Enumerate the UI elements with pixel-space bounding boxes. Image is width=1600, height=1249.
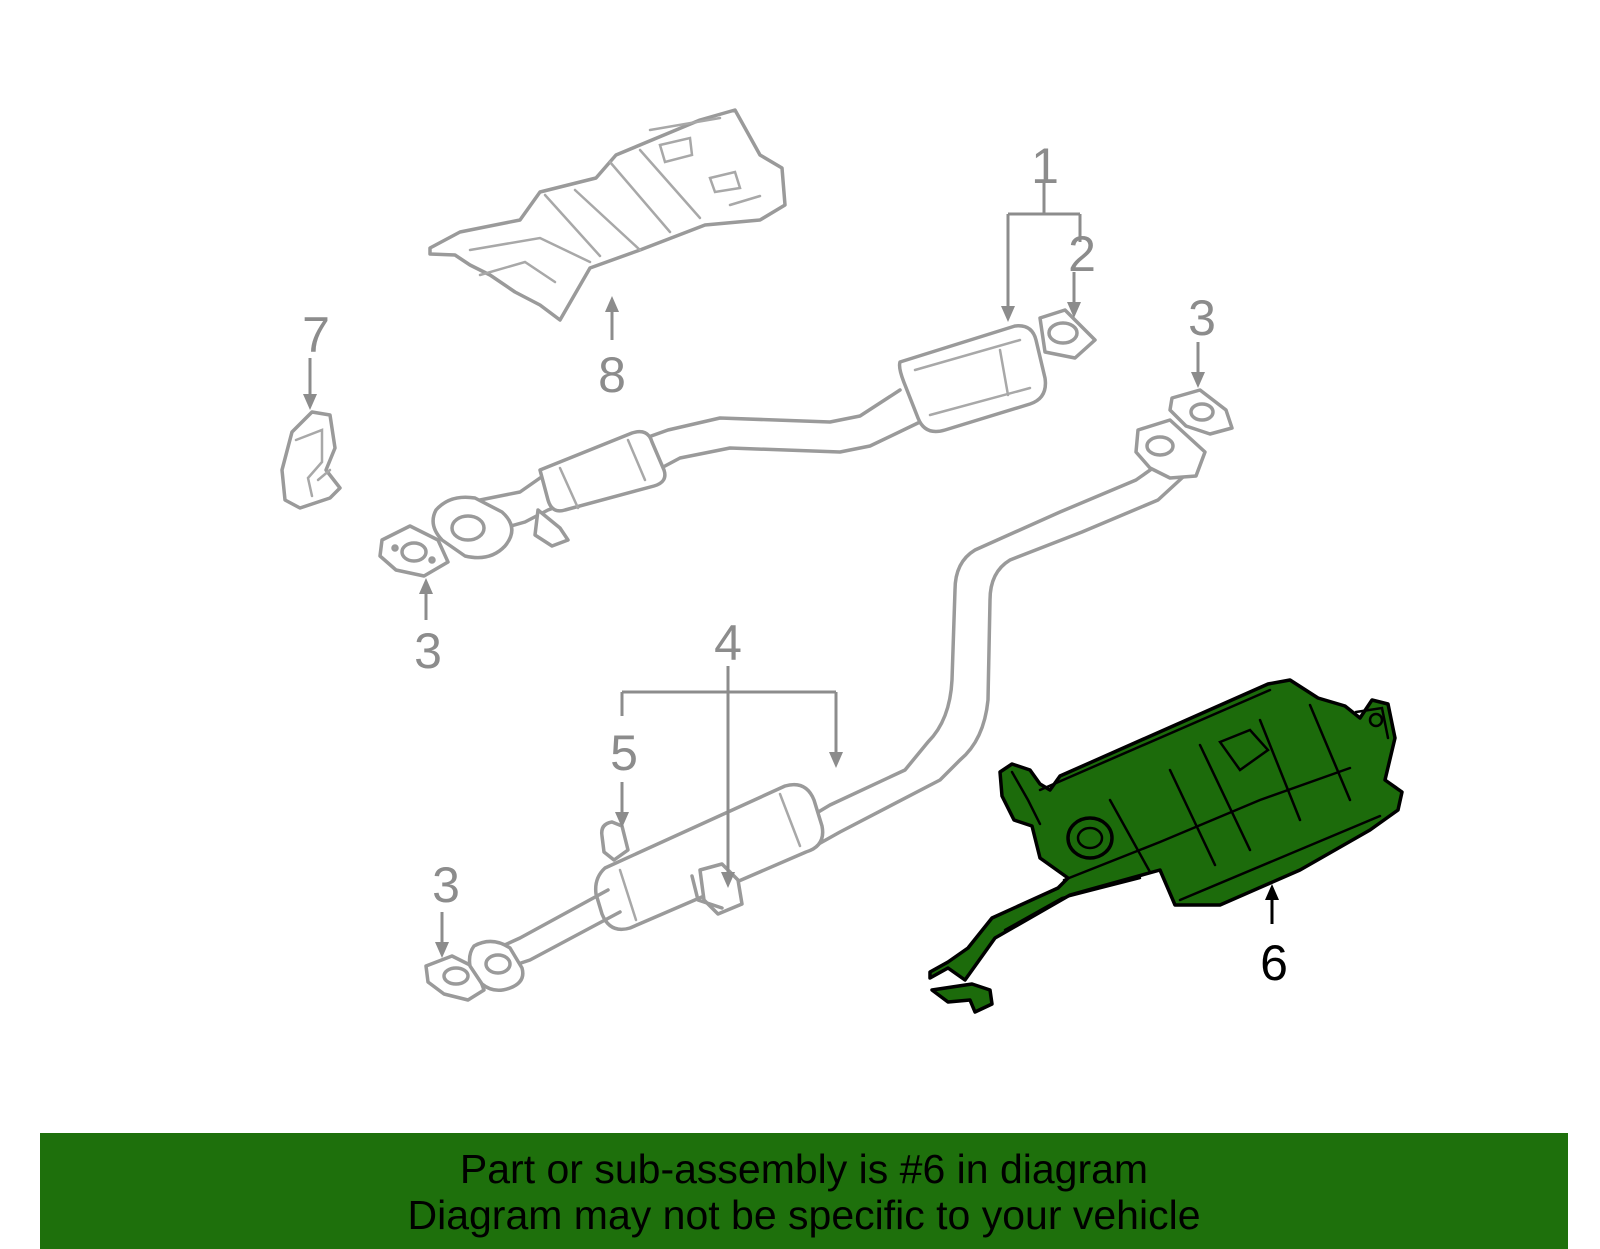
leader-4-stem-arrowhead xyxy=(721,872,735,888)
gasket-part-3-right-upper[interactable] xyxy=(1168,388,1234,436)
leader-6-arrowhead xyxy=(1265,884,1279,900)
leader-3-left-lower-arrowhead xyxy=(435,942,449,958)
callout-6: 6 xyxy=(1260,935,1288,991)
muffler-part-6-highlighted[interactable] xyxy=(928,678,1404,1014)
callout-8: 8 xyxy=(598,347,626,403)
heat-shield-part-8[interactable] xyxy=(428,108,787,322)
leader-1-arrowhead xyxy=(1001,306,1015,322)
leader-2-arrowhead xyxy=(1067,302,1081,318)
leader-7-arrowhead xyxy=(303,394,317,410)
callout-7: 7 xyxy=(302,307,330,363)
leader-3-right-upper-arrowhead xyxy=(1191,372,1205,388)
callout-3-left-upper: 3 xyxy=(414,623,442,679)
leader-8-arrowhead xyxy=(605,296,619,312)
callout-5: 5 xyxy=(610,725,638,781)
leader-3-left-upper-arrowhead xyxy=(419,578,433,594)
banner-line-disclaimer: Diagram may not be specific to your vehi… xyxy=(407,1192,1201,1238)
callout-1: 1 xyxy=(1031,138,1059,194)
callout-3-right-upper: 3 xyxy=(1188,290,1216,346)
callout-2: 2 xyxy=(1068,226,1096,282)
center-pipe-resonator-part-4[interactable] xyxy=(467,418,1207,992)
banner-line-part-number: Part or sub-assembly is #6 in diagram xyxy=(459,1146,1149,1192)
hanger-part-5[interactable] xyxy=(599,820,630,862)
info-banner: Part or sub-assembly is #6 in diagram Di… xyxy=(40,1133,1568,1249)
bracket-part-7[interactable] xyxy=(280,410,342,510)
leader-4-right-arrowhead xyxy=(829,752,843,768)
leader-5-arrowhead xyxy=(615,812,629,828)
gasket-part-3-left-upper[interactable] xyxy=(378,524,450,578)
callout-4: 4 xyxy=(714,615,742,671)
front-pipe-catalytic-converter-part-1[interactable] xyxy=(431,308,1097,560)
callout-3-left-lower: 3 xyxy=(432,857,460,913)
